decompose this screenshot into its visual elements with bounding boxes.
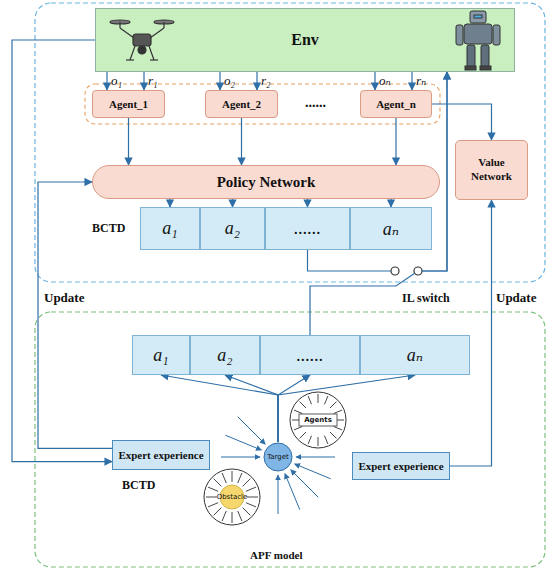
action-cell: a₁ — [140, 207, 200, 250]
action-cell: a₁ — [132, 335, 190, 375]
node-text: Expert experience — [358, 460, 443, 472]
connector-arrow — [143, 72, 144, 90]
connector-arrow — [106, 72, 107, 90]
edge-label: oₙ — [379, 73, 391, 89]
connector-arrow — [395, 118, 396, 165]
node-text: Agents — [304, 416, 332, 424]
agent-box: Agent_2 — [205, 90, 278, 118]
connector-arrow — [390, 199, 391, 207]
node-text: Obstacle — [217, 493, 248, 501]
connector-arrow — [256, 72, 257, 90]
value-network-box: Value Network — [455, 140, 528, 200]
field-line — [221, 457, 260, 458]
policy-network-box: Policy Network — [92, 165, 440, 199]
node-text: Agent_2 — [222, 98, 261, 110]
diagram-label: IL switch — [402, 291, 450, 306]
edge-label: o₁ — [111, 73, 122, 89]
diagram-label: APF model — [250, 549, 302, 561]
node-text: Policy Network — [217, 174, 316, 191]
edge-label: r₂ — [261, 73, 271, 89]
expert-experience-box: Expert experience — [352, 452, 450, 480]
connector-arrow — [128, 118, 129, 165]
target-circle: Target — [263, 442, 293, 472]
node-text: a₂ — [225, 218, 240, 239]
agent-box: Agent_n — [360, 90, 432, 118]
action-cell: ...... — [265, 207, 350, 250]
connector-arrow — [169, 199, 170, 207]
node-text: Env — [291, 31, 319, 49]
diagram-label: BCTD — [92, 221, 125, 236]
field-line — [291, 470, 319, 498]
connector-arrow — [232, 199, 233, 207]
edge-label: Update — [496, 290, 536, 306]
agent-box: Agent_1 — [92, 90, 165, 118]
connector-arrow — [411, 72, 412, 90]
field-line — [238, 417, 266, 445]
action-cell: a₂ — [200, 207, 265, 250]
switch-contact — [414, 267, 422, 275]
connector-arrow — [450, 200, 492, 466]
connector-arrow — [225, 375, 278, 442]
robot-icon — [456, 11, 500, 70]
node-text: Target — [267, 453, 289, 461]
connector-arrow — [432, 104, 492, 140]
edge-label: rₙ — [416, 73, 426, 89]
agent-group — [85, 84, 440, 124]
action-cell: ...... — [260, 335, 360, 375]
field-line — [225, 435, 261, 450]
node-text: a₁ — [153, 345, 168, 366]
node-text: Expert experience — [118, 449, 203, 461]
expert-experience-box: Expert experience — [112, 440, 210, 470]
edge-label: r₁ — [148, 73, 158, 89]
edge-label: Update — [44, 290, 84, 306]
connector-arrow — [374, 72, 375, 90]
node-text: a₁ — [162, 218, 177, 239]
action-cell: aₙ — [350, 207, 432, 250]
obstacle-circle: Obstacle — [203, 468, 261, 526]
diagram-label: ...... — [305, 95, 326, 111]
node-text: aₙ — [383, 218, 399, 240]
field-line — [296, 457, 335, 458]
edge-label: o₂ — [224, 73, 235, 89]
environment-box: Env — [95, 8, 515, 72]
switch-contact — [391, 267, 399, 275]
connector-arrow — [307, 199, 308, 207]
action-cell: aₙ — [360, 335, 470, 375]
field-line — [285, 474, 300, 510]
field-line — [278, 475, 279, 514]
node-text: aₙ — [407, 344, 423, 366]
node-text: ...... — [294, 218, 321, 239]
drone-icon — [110, 20, 174, 60]
bottom-region — [35, 312, 545, 567]
diagram-label: BCTD — [122, 478, 155, 493]
field-line — [295, 464, 331, 479]
agents-circle: Agents — [289, 391, 347, 449]
node-text: a₂ — [217, 345, 232, 366]
node-text: Agent_1 — [109, 98, 148, 110]
env-fill — [95, 8, 515, 72]
node-text: Value Network — [459, 156, 524, 184]
connector-arrow — [161, 375, 278, 442]
node-text: Agent_n — [376, 98, 416, 110]
action-cell: a₂ — [190, 335, 260, 375]
connector-arrow — [241, 118, 242, 165]
node-text: ...... — [297, 345, 324, 366]
connector-arrow — [219, 72, 220, 90]
top-region — [35, 3, 545, 282]
